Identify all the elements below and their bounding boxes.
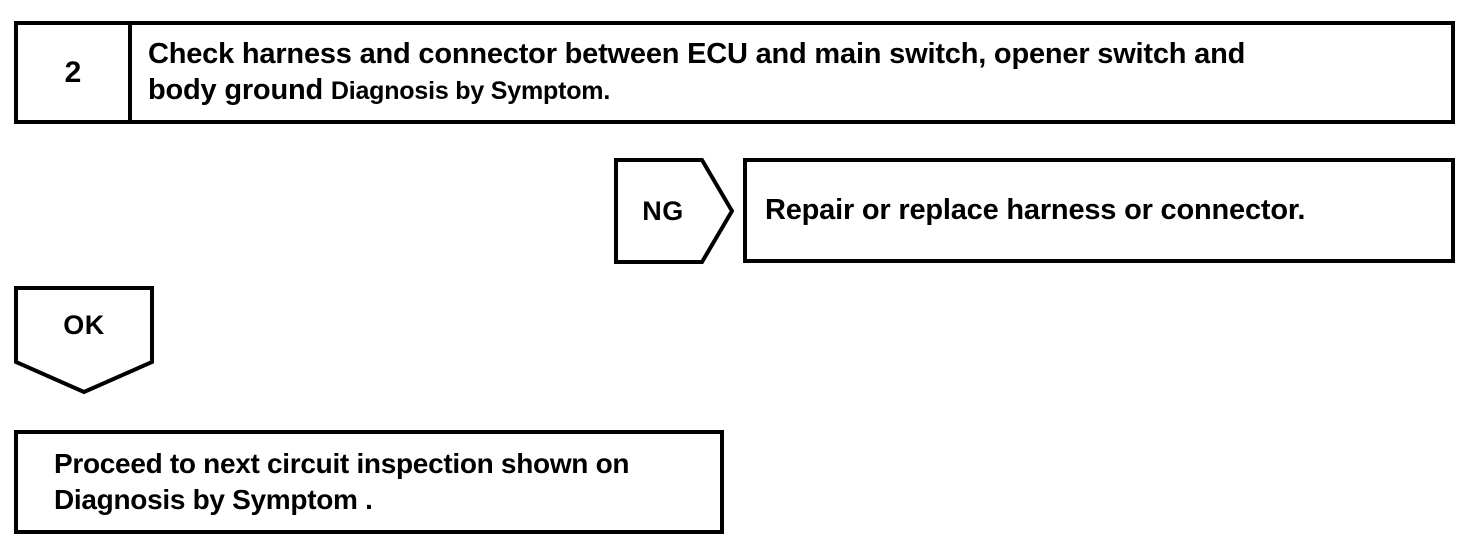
step-number: 2 (64, 55, 82, 89)
ok-action-text: Proceed to next circuit inspection shown… (54, 446, 629, 518)
ok-branch-marker: OK (14, 286, 154, 394)
step-instruction-cell: Check harness and connector between ECU … (132, 25, 1451, 120)
step-instruction-line-1: Check harness and connector between ECU … (148, 37, 1246, 70)
ok-action-line-1: Proceed to next circuit inspection shown… (54, 448, 630, 480)
ng-branch-label: NG (642, 195, 684, 226)
step-row: 2 Check harness and connector between EC… (14, 21, 1455, 124)
ng-action-box: Repair or replace harness or connector. (743, 158, 1455, 263)
step-instruction-line-2-lead: body ground (148, 73, 323, 106)
ok-branch-label: OK (63, 309, 105, 340)
step-instruction-text: Check harness and connector between ECU … (148, 37, 1245, 108)
ok-pentagon-icon (14, 286, 154, 394)
step-instruction-terminator: . (603, 76, 611, 105)
ok-action-reference: Diagnosis by Symptom (54, 484, 358, 515)
ng-branch-marker: NG (614, 158, 734, 264)
step-instruction-reference: Diagnosis by Symptom (330, 76, 604, 105)
ng-pentagon-icon (614, 158, 734, 264)
ng-action-text: Repair or replace harness or connector. (765, 194, 1306, 227)
ok-action-box: Proceed to next circuit inspection shown… (14, 430, 724, 534)
ok-action-terminator: . (365, 484, 373, 515)
step-number-cell: 2 (18, 25, 132, 120)
